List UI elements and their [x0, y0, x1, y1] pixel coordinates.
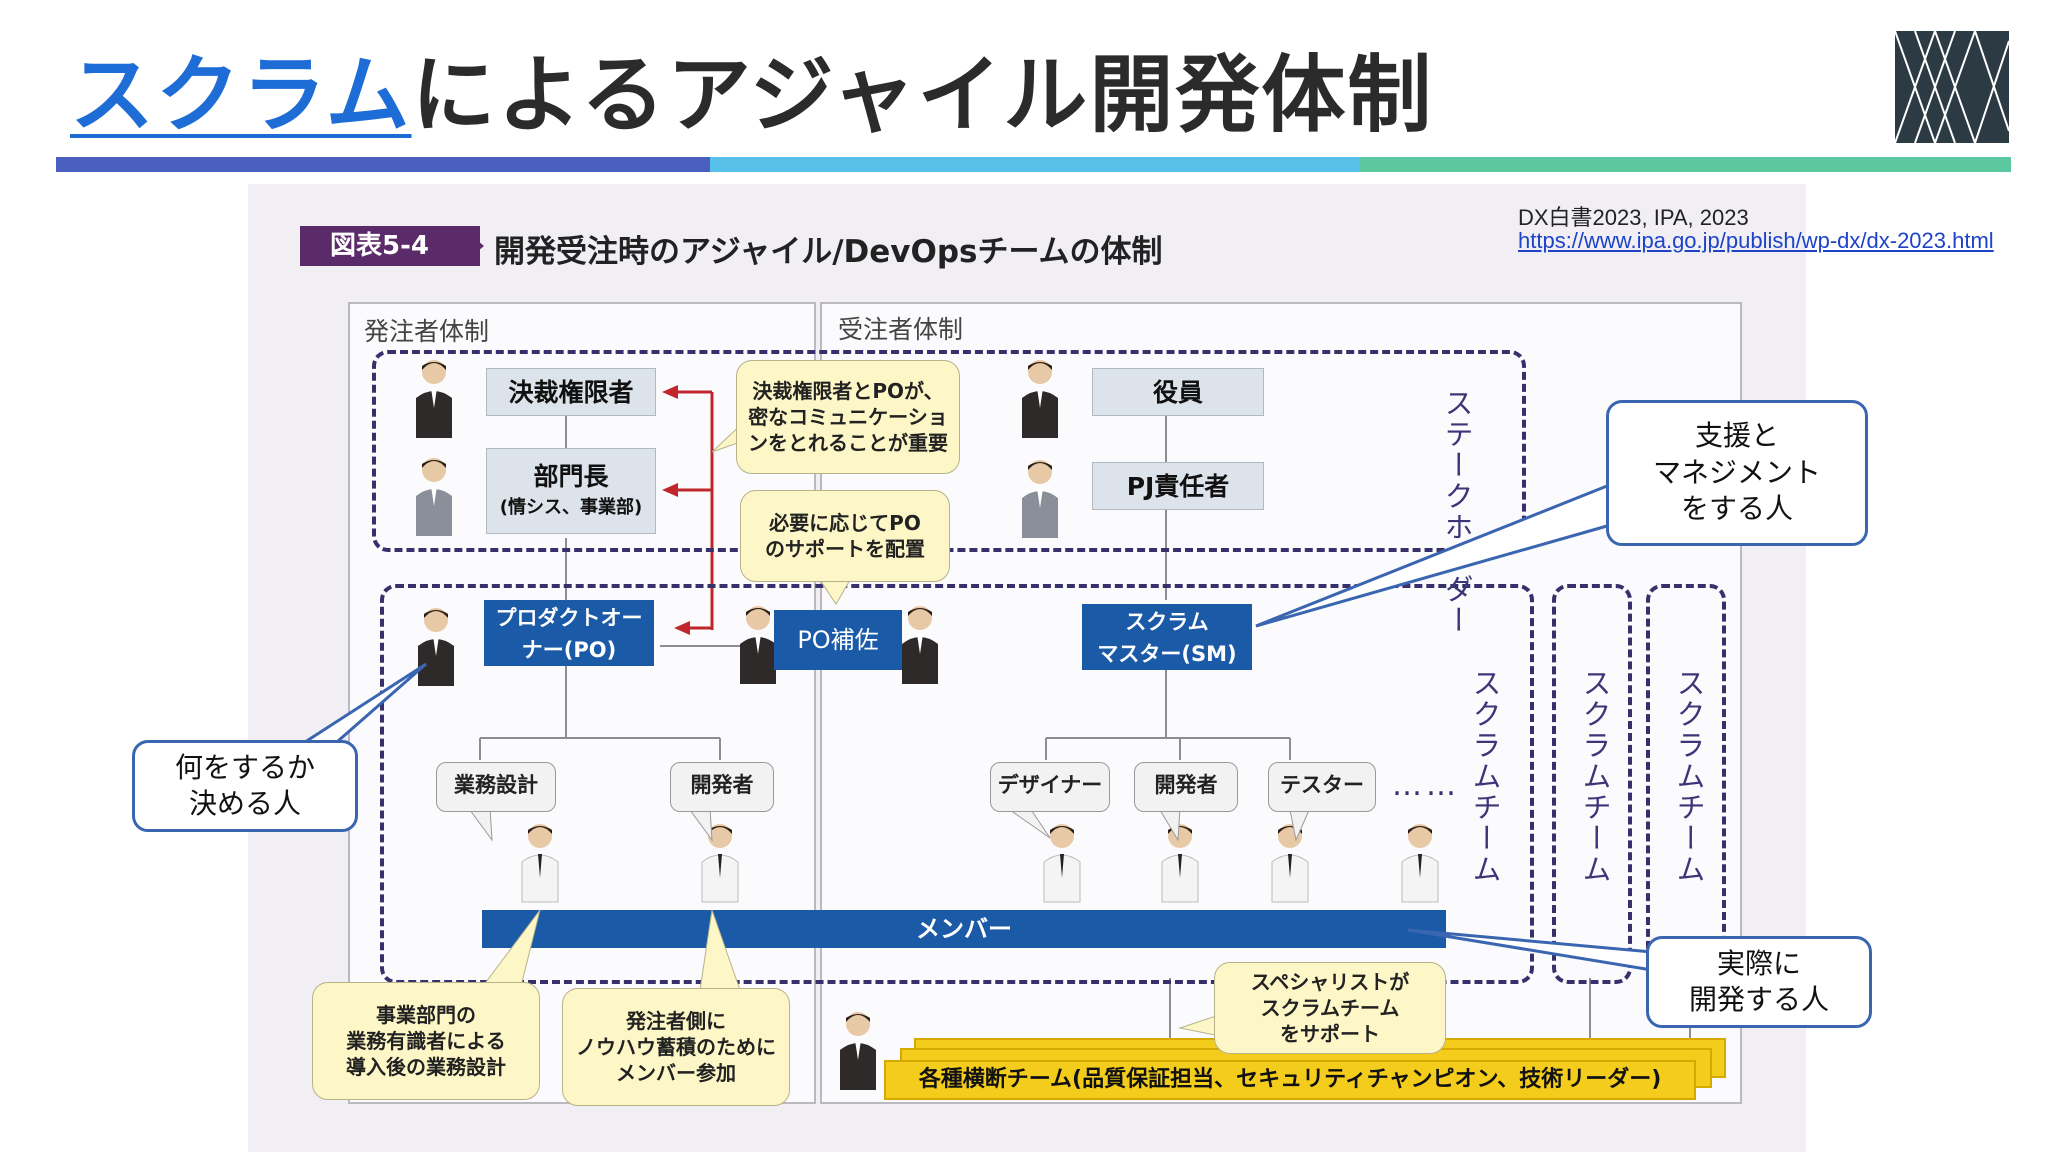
role-callout-designer: デザイナー: [990, 762, 1110, 812]
annotation-implement: 実際に 開発する人: [1646, 936, 1872, 1028]
product-owner-box: プロダクトオー ナー(PO): [484, 600, 654, 666]
scrum-master-box: スクラム マスター(SM): [1082, 604, 1252, 670]
scrum-team-label-1: スクラムチーム: [1468, 668, 1502, 885]
note-business-design: 事業部門の 業務有識者による 導入後の業務設計: [312, 982, 540, 1100]
role-callout-developer-2: 開発者: [1134, 762, 1238, 812]
accent-bar-left: [56, 157, 710, 172]
figure-badge-arrow: [460, 226, 484, 266]
annotation-support-manage: 支援と マネジメント をする人: [1606, 400, 1868, 546]
po-assist-box: PO補佐: [774, 610, 902, 670]
sm-line2: マスター(SM): [1097, 642, 1237, 666]
source-citation: DX白書2023, IPA, 2023: [1518, 205, 1749, 230]
client-panel-label: 発注者体制: [364, 317, 490, 346]
dept-head-sub: (情シス、事業部): [499, 497, 643, 518]
role-callout-developer-1: 開発者: [670, 762, 774, 812]
source-url-link[interactable]: https://www.ipa.go.jp/publish/wp-dx/dx-2…: [1518, 228, 1994, 253]
scrum-team-group: [380, 584, 1534, 984]
note-knowhow: 発注者側に ノウハウ蓄積のために メンバー参加: [562, 988, 790, 1106]
figure-badge: 図表5-4: [300, 226, 480, 266]
stakeholder-label: ステークホルダー: [1436, 388, 1478, 636]
note-specialist: スペシャリストが スクラムチーム をサポート: [1214, 962, 1446, 1054]
po-line2: ナー(PO): [521, 638, 617, 662]
role-callout-business-design: 業務設計: [436, 762, 556, 812]
more-members-ellipsis: ……: [1392, 768, 1460, 803]
dept-head-box: 部門長 (情シス、事業部): [486, 448, 656, 534]
page-title: スクラムによるアジャイル開発体制: [70, 28, 1433, 149]
vendor-panel-label: 受注者体制: [838, 315, 964, 344]
scrum-team-label-3: スクラムチーム: [1672, 668, 1706, 885]
note-communication: 決裁権限者とPOが、 密なコミュニケーショ ンをとれることが重要: [736, 360, 960, 474]
approver-box: 決裁権限者: [486, 368, 656, 416]
title-rest: によるアジャイル開発体制: [411, 46, 1434, 144]
dept-head-label: 部門長: [533, 462, 609, 491]
note-po-support: 必要に応じてPO のサポートを配置: [740, 490, 950, 582]
accent-bar-middle: [710, 157, 1360, 172]
cross-team-bar: 各種横断チーム(品質保証担当、セキュリティチャンピオン、技術リーダー): [884, 1060, 1696, 1100]
accent-bar-right: [1360, 157, 2011, 172]
figure-title: 開発受注時のアジャイル/DevOpsチームの体制: [494, 234, 1163, 270]
lattice-logo-icon: [1894, 30, 2010, 144]
scrum-team-label-2: スクラムチーム: [1578, 668, 1612, 885]
stakeholder-label-text: ステークホルダー: [1440, 388, 1474, 636]
executive-box: 役員: [1092, 368, 1264, 416]
title-link[interactable]: スクラム: [70, 46, 412, 144]
annotation-decide: 何をするか 決める人: [132, 740, 358, 832]
members-bar: メンバー: [482, 910, 1446, 948]
po-line1: プロダクトオー: [495, 606, 643, 630]
pj-manager-box: PJ責任者: [1092, 462, 1264, 510]
role-callout-tester: テスター: [1268, 762, 1376, 812]
sm-line1: スクラム: [1125, 610, 1209, 634]
